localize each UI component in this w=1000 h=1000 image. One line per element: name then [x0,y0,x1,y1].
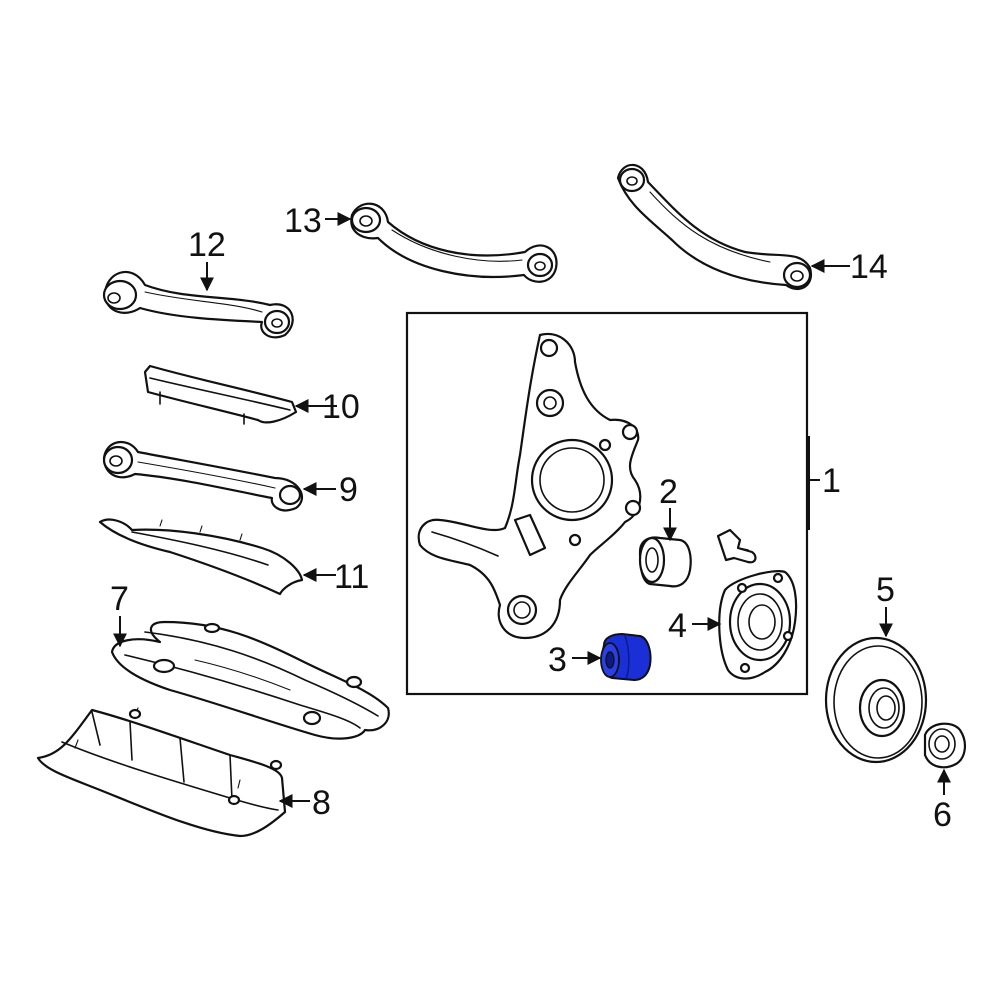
callout-8: 8 [312,784,331,822]
part-1-steering-knuckle[interactable] [417,332,642,640]
part-5-brake-rotor[interactable] [824,636,928,764]
callout-1: 1 [822,462,841,500]
callout-14: 14 [850,248,888,286]
part-3-bushing-highlighted[interactable] [600,632,652,682]
callout-6: 6 [933,796,952,834]
leader-lines [113,212,951,808]
part-1-group-frame [405,311,809,696]
callout-4: 4 [668,607,687,645]
part-14-control-arm[interactable] [616,163,813,291]
part-8-lower-shield[interactable] [36,707,287,838]
part-13-upper-control-arm[interactable] [350,202,558,283]
callout-10: 10 [322,388,360,426]
part-7-lower-control-arm[interactable] [110,620,390,740]
knuckle-bolt [716,528,757,564]
part-6-axle-nut[interactable] [923,722,966,769]
part-10-shield[interactable] [143,364,298,425]
callout-3: 3 [548,641,567,679]
callout-5: 5 [876,571,895,609]
callout-2: 2 [659,473,678,511]
part-12-trailing-arm[interactable] [102,271,294,339]
callout-9: 9 [339,471,358,509]
callout-7: 7 [110,580,129,618]
part-9-lateral-link[interactable] [102,441,303,512]
part-4-wheel-hub[interactable] [718,570,798,680]
callout-labels: 1 2 3 4 5 6 7 8 9 10 11 12 13 14 [110,202,952,834]
part-11-shield[interactable] [98,518,304,596]
part-2-bushing[interactable] [638,536,692,588]
callout-11: 11 [334,558,369,596]
callout-13: 13 [284,202,322,240]
callout-12: 12 [188,226,226,264]
